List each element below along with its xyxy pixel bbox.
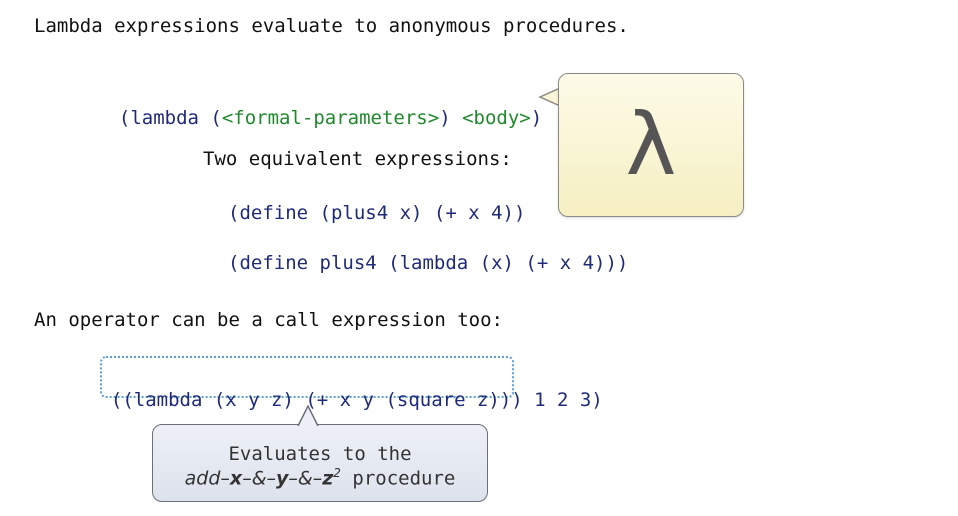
equivalent-expression-2: (define plus4 (lambda (x) (+ x 4))) (228, 252, 629, 274)
lambda-callout-pointer (538, 87, 560, 107)
callout-name-sup: 2 (333, 466, 341, 480)
callout-name-x: x (229, 467, 243, 490)
lambda-symbol-icon: λ (625, 95, 677, 195)
evaluates-callout-pointer (297, 404, 319, 426)
call-operands: 1 2 3) (522, 389, 603, 411)
evaluates-callout: Evaluates to the add–x–&–y–&–z2 procedur… (152, 424, 488, 502)
callout-name-amp2: & (297, 467, 313, 490)
syntax-open: (lambda ( (118, 107, 222, 129)
equivalent-expressions-label: Two equivalent expressions: (203, 148, 512, 170)
callout-name-y: y (276, 467, 289, 490)
operator-highlight (100, 356, 514, 398)
syntax-formal-parameters: <formal-parameters> (221, 107, 440, 129)
lambda-callout: λ (558, 73, 744, 217)
call-operator: (lambda (x y z) (+ x y (square z))) (122, 389, 523, 411)
callout-name-z: z (322, 467, 334, 490)
heading-lambda-expressions: Lambda expressions evaluate to anonymous… (34, 15, 629, 37)
callout-name-add: add (184, 467, 221, 490)
syntax-mid: ) (439, 107, 463, 129)
call-outer-open: ( (110, 389, 123, 411)
lambda-syntax: (lambda (<formal-parameters>) <body>) (96, 85, 542, 129)
callout-name-amp1: & (251, 467, 267, 490)
equivalent-expression-1: (define (plus4 x) (+ x 4)) (228, 202, 526, 224)
heading-operator-call-expression: An operator can be a call expression too… (34, 309, 503, 331)
callout-line1: Evaluates to the (228, 443, 412, 465)
callout-line2: add–x–&–y–&–z2 procedure (184, 466, 456, 490)
call-expression: ((lambda (x y z) (+ x y (square z))) 1 2… (88, 367, 603, 411)
callout-word-procedure: procedure (340, 467, 456, 490)
syntax-body: <body> (462, 107, 531, 129)
syntax-close: ) (530, 107, 543, 129)
